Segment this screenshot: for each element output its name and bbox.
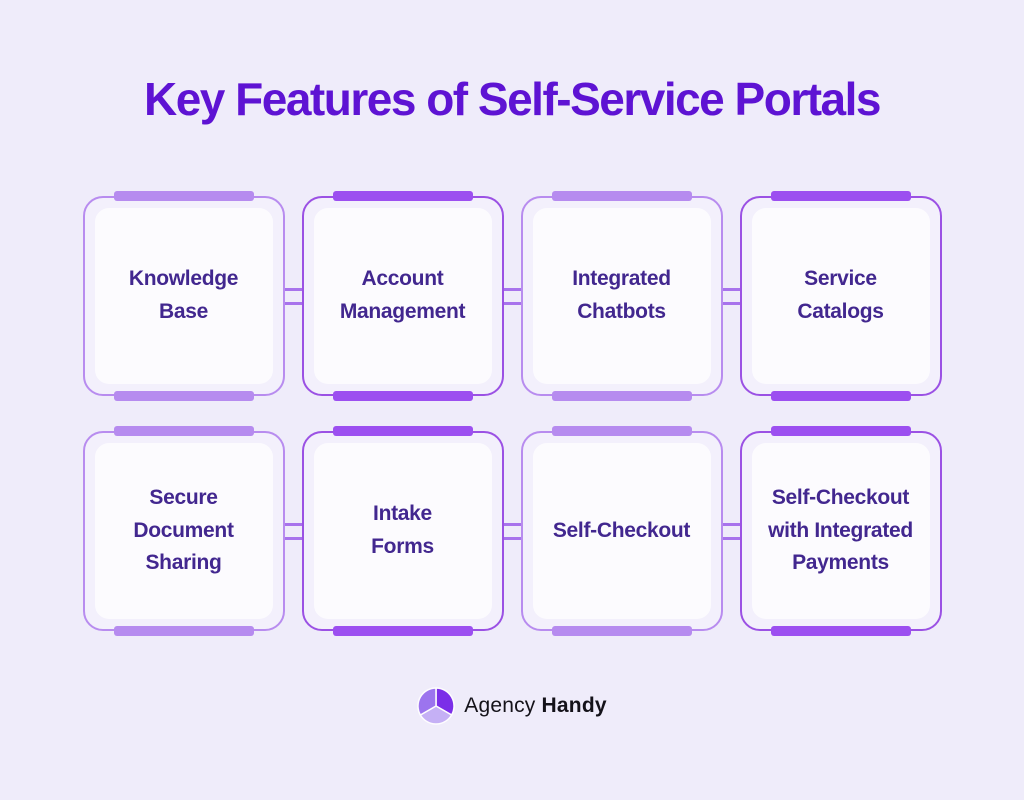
brand-logo: Agency Handy — [0, 687, 1024, 725]
card-inner: Secure Document Sharing — [94, 443, 273, 619]
card-accent-bottom — [113, 626, 254, 636]
feature-card-account-management: Account Management — [301, 191, 504, 401]
card-inner: Self-Checkout — [532, 443, 711, 619]
card-accent-top — [332, 426, 473, 436]
card-accent-bottom — [332, 626, 473, 636]
swirl-trefoil-icon — [417, 687, 456, 725]
feature-card-self-checkout: Self-Checkout — [520, 426, 723, 636]
feature-card-intake-forms: Intake Forms — [301, 426, 504, 636]
card-inner: Integrated Chatbots — [532, 208, 711, 384]
card-connector — [722, 287, 740, 305]
card-connector — [503, 287, 521, 305]
card-inner: Account Management — [313, 208, 492, 384]
card-connector — [284, 287, 302, 305]
card-accent-top — [551, 191, 692, 201]
card-inner: Self-Checkout with Integrated Payments — [751, 443, 930, 619]
card-accent-top — [770, 426, 911, 436]
cards-grid: Knowledge Base Account Management Integr… — [82, 191, 942, 636]
feature-card-service-catalogs: Service Catalogs — [739, 191, 942, 401]
card-accent-bottom — [770, 626, 911, 636]
card-row-2: Secure Document Sharing Intake Forms Sel… — [82, 426, 942, 636]
card-label: Service Catalogs — [797, 267, 884, 323]
card-accent-bottom — [770, 391, 911, 401]
card-label: Knowledge Base — [128, 267, 239, 323]
card-accent-top — [113, 426, 254, 436]
feature-card-secure-document-sharing: Secure Document Sharing — [82, 426, 285, 636]
card-accent-top — [770, 191, 911, 201]
card-inner: Service Catalogs — [751, 208, 930, 384]
card-connector — [503, 522, 521, 540]
page-title: Key Features of Self-Service Portals — [144, 73, 882, 125]
card-connector — [284, 522, 302, 540]
feature-card-self-checkout-payments: Self-Checkout with Integrated Payments — [739, 426, 942, 636]
brand-name-bold: Handy — [541, 694, 607, 717]
card-connector — [722, 522, 740, 540]
card-accent-bottom — [113, 391, 254, 401]
card-accent-top — [113, 191, 254, 201]
card-accent-top — [332, 191, 473, 201]
card-inner: Intake Forms — [313, 443, 492, 619]
card-accent-top — [551, 426, 692, 436]
feature-card-integrated-chatbots: Integrated Chatbots — [520, 191, 723, 401]
card-accent-bottom — [551, 626, 692, 636]
brand-name: Agency Handy — [464, 694, 606, 718]
card-accent-bottom — [332, 391, 473, 401]
card-label: Secure Document Sharing — [133, 486, 234, 575]
card-label: Intake Forms — [371, 502, 434, 558]
card-accent-bottom — [551, 391, 692, 401]
card-label: Account Management — [339, 267, 466, 323]
feature-card-knowledge-base: Knowledge Base — [82, 191, 285, 401]
card-label: Integrated Chatbots — [572, 267, 671, 323]
card-label: Self-Checkout — [552, 518, 691, 542]
card-row-1: Knowledge Base Account Management Integr… — [82, 191, 942, 401]
card-inner: Knowledge Base — [94, 208, 273, 384]
brand-name-regular: Agency — [464, 694, 536, 717]
card-label: Self-Checkout with Integrated Payments — [768, 486, 913, 575]
